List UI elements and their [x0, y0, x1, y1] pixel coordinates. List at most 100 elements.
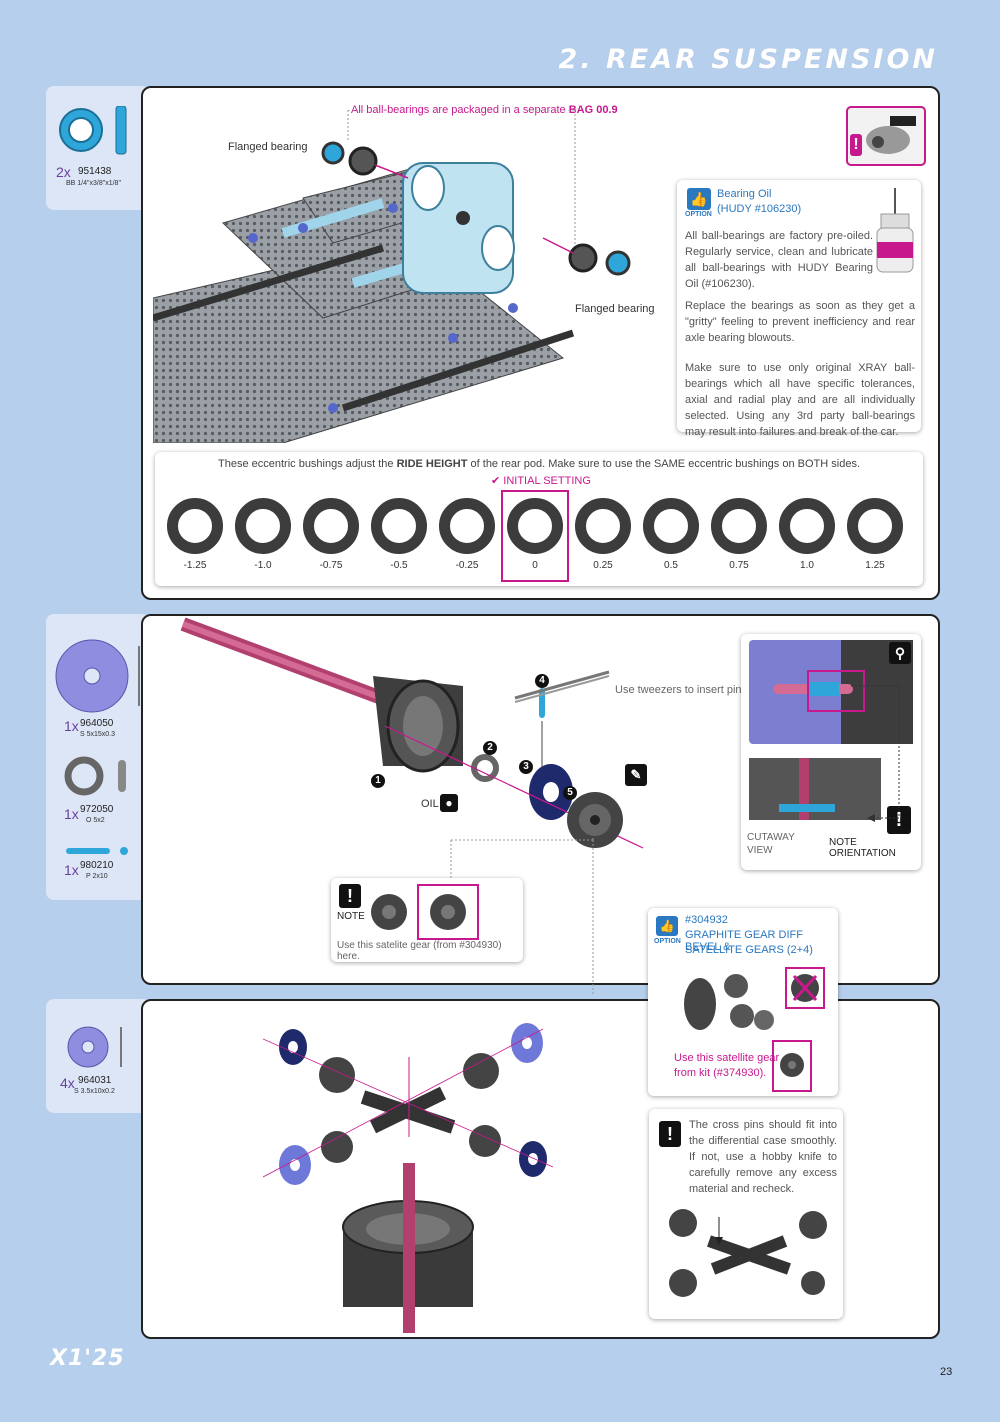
satellite-gear-icon [430, 894, 466, 930]
page-number: 23 [940, 1366, 953, 1378]
step-2: 2 [483, 737, 497, 755]
car-detail-icon [866, 116, 916, 154]
bushing-value-label: -0.5 [390, 560, 408, 571]
diff-exploded-illustration [180, 617, 644, 849]
bushing-value-label: 0.5 [664, 560, 678, 571]
bag-note-text: All ball-bearings are packaged in a sepa… [351, 104, 566, 116]
note-text: Use this satelite gear (from #304930) he… [337, 940, 502, 962]
panel-bearings: All ball-bearings are packaged in a sepa… [141, 86, 940, 600]
bushing-value-label: -1.0 [254, 560, 272, 571]
step-1: 1 [371, 770, 385, 788]
gear-set-illustration [684, 967, 825, 1030]
flanged-bearing-label-right: Flanged bearing [575, 303, 655, 315]
part-number: 964050 [80, 718, 114, 729]
bag-callout-lines [347, 110, 576, 265]
step-5: 5 [563, 782, 577, 800]
flanged-bearing-icon [59, 106, 127, 155]
option-paragraph-2: Replace the bearings as soon as they get… [685, 300, 915, 344]
shim-washer-icon [67, 1026, 122, 1068]
knife-icon: ✎ [625, 764, 647, 786]
exclamation-icon: ! [850, 134, 862, 156]
option-badge: OPTION [685, 211, 712, 218]
pin-icon [66, 847, 128, 855]
option-paragraph-3: Make sure to use only original XRAY ball… [685, 362, 915, 438]
tweezers-note: Use tweezers to insert pin. [615, 684, 745, 696]
eccentric-bushing [371, 498, 427, 554]
parts-sidebar-2: 1x 964050 S 5x15x0.3 1x 972050 O 5x2 1x … [46, 614, 150, 900]
initial-setting-label: ✔ INITIAL SETTING [491, 474, 591, 487]
bevel-gear-icon [567, 792, 623, 848]
part-desc: S 5x15x0.3 [80, 731, 116, 738]
bag-note: All ball-bearings are packaged in a sepa… [351, 104, 618, 116]
initial-setting-text: INITIAL SETTING [503, 475, 591, 487]
cross-pin-fit-illustration [669, 1209, 827, 1297]
section-title: 2. REAR SUSPENSION [558, 44, 938, 75]
part-qty: 1x [64, 718, 79, 734]
cross-pin-note-text: The cross pins should fit into the diffe… [689, 1119, 837, 1195]
part-number: 964031 [78, 1075, 112, 1086]
option-heading: Bearing Oil [717, 188, 772, 200]
cutaway-connector-arrow [851, 685, 900, 822]
bushing-value-label: 1.0 [800, 560, 814, 571]
exclamation-icon: ! [659, 1121, 681, 1147]
ride-height-text: These eccentric bushings adjust the RIDE… [155, 458, 923, 470]
oil-drop-icon: ● [440, 794, 458, 812]
bushing-value-label: -1.25 [183, 560, 207, 571]
option-line-1: #304932 [685, 914, 728, 926]
rear-pod-chassis-illustration [153, 141, 631, 443]
graphite-gear-option-card: 👍 OPTION #304932 GRAPHITE GEAR DIFF BEVE… [648, 908, 838, 1096]
eccentric-bushing [507, 498, 563, 554]
eccentric-bushing [235, 498, 291, 554]
eccentric-bushing [575, 498, 631, 554]
kit-note-1: Use this satellite gear [674, 1052, 780, 1064]
cutaway-label-2: VIEW [747, 845, 773, 856]
parts-sidebar-3: 4x 964031 S 3.5x10x0.2 [46, 999, 150, 1113]
bag-note-bag: BAG 00.9 [568, 104, 618, 116]
ride-height-text-before: These eccentric bushings adjust the [218, 458, 394, 470]
cutaway-label: CUTAWAY [747, 832, 795, 843]
cross-pin-note-card: ! The cross pins should fit into the dif… [649, 1109, 843, 1319]
step-3: 3 [519, 756, 533, 774]
option-line-3: SATELLITE GEARS (2+4) [685, 944, 813, 956]
part-number: 980210 [80, 860, 114, 871]
part-qty: 1x [64, 806, 79, 822]
option-badge: OPTION [654, 938, 681, 945]
option-paragraph-1: All ball-bearings are factory pre-oiled.… [685, 230, 873, 290]
oil-label: OIL [421, 798, 439, 810]
ride-height-text-bold: RIDE HEIGHT [396, 458, 468, 470]
part-qty: 1x [64, 862, 79, 878]
thumbs-up-icon: 👍 [656, 916, 678, 936]
bushing-value-label: 0 [532, 560, 538, 571]
step-4: 4 [535, 670, 549, 688]
part-number: 972050 [80, 804, 114, 815]
eccentric-bushing [303, 498, 359, 554]
part-desc: P 2x10 [86, 873, 108, 880]
bushing-value-label: 0.75 [729, 560, 749, 571]
note-label: NOTE [337, 911, 365, 922]
initial-setting-frame [501, 490, 569, 582]
bearing-oil-option-card: 👍 OPTION Bearing Oil (HUDY #106230) All … [677, 180, 921, 438]
part-desc: O 5x2 [86, 817, 105, 824]
magnifier-icon: ⚲ [889, 642, 911, 664]
selected-gear-frame [417, 884, 479, 940]
warning-thumbnail: ! [846, 106, 926, 166]
cutaway-inset-card: ⚲ ! CUTAWAY VIEW NOTE ORIENTATION [741, 634, 921, 870]
part-number: 951438 [78, 166, 112, 177]
cross-pin-assembly-illustration [263, 1023, 554, 1333]
cutaway-section [749, 758, 881, 854]
option-line-2: GRAPHITE GEAR DIFF BEVEL & [685, 929, 803, 953]
eccentric-bushing [167, 498, 223, 554]
option-subheading: (HUDY #106230) [717, 203, 802, 215]
tweezers-icon [514, 670, 610, 703]
exclamation-icon: ! [339, 884, 361, 908]
parts-sidebar-1: 2x 951438 BB 1/4"x3/8"x1/8" [46, 86, 150, 210]
panel-cross-pins: ! The cross pins should fit into the dif… [141, 999, 940, 1339]
bearing-oil-bottle-icon [876, 188, 914, 273]
part-desc: S 3.5x10x0.2 [74, 1088, 115, 1095]
kit-note-2: from kit (#374930). [674, 1067, 767, 1079]
kit-gear-frame [772, 1040, 812, 1092]
satellite-gear-icon [371, 894, 407, 930]
part-desc: BB 1/4"x3/8"x1/8" [66, 180, 121, 187]
part-qty: 2x [56, 164, 71, 180]
